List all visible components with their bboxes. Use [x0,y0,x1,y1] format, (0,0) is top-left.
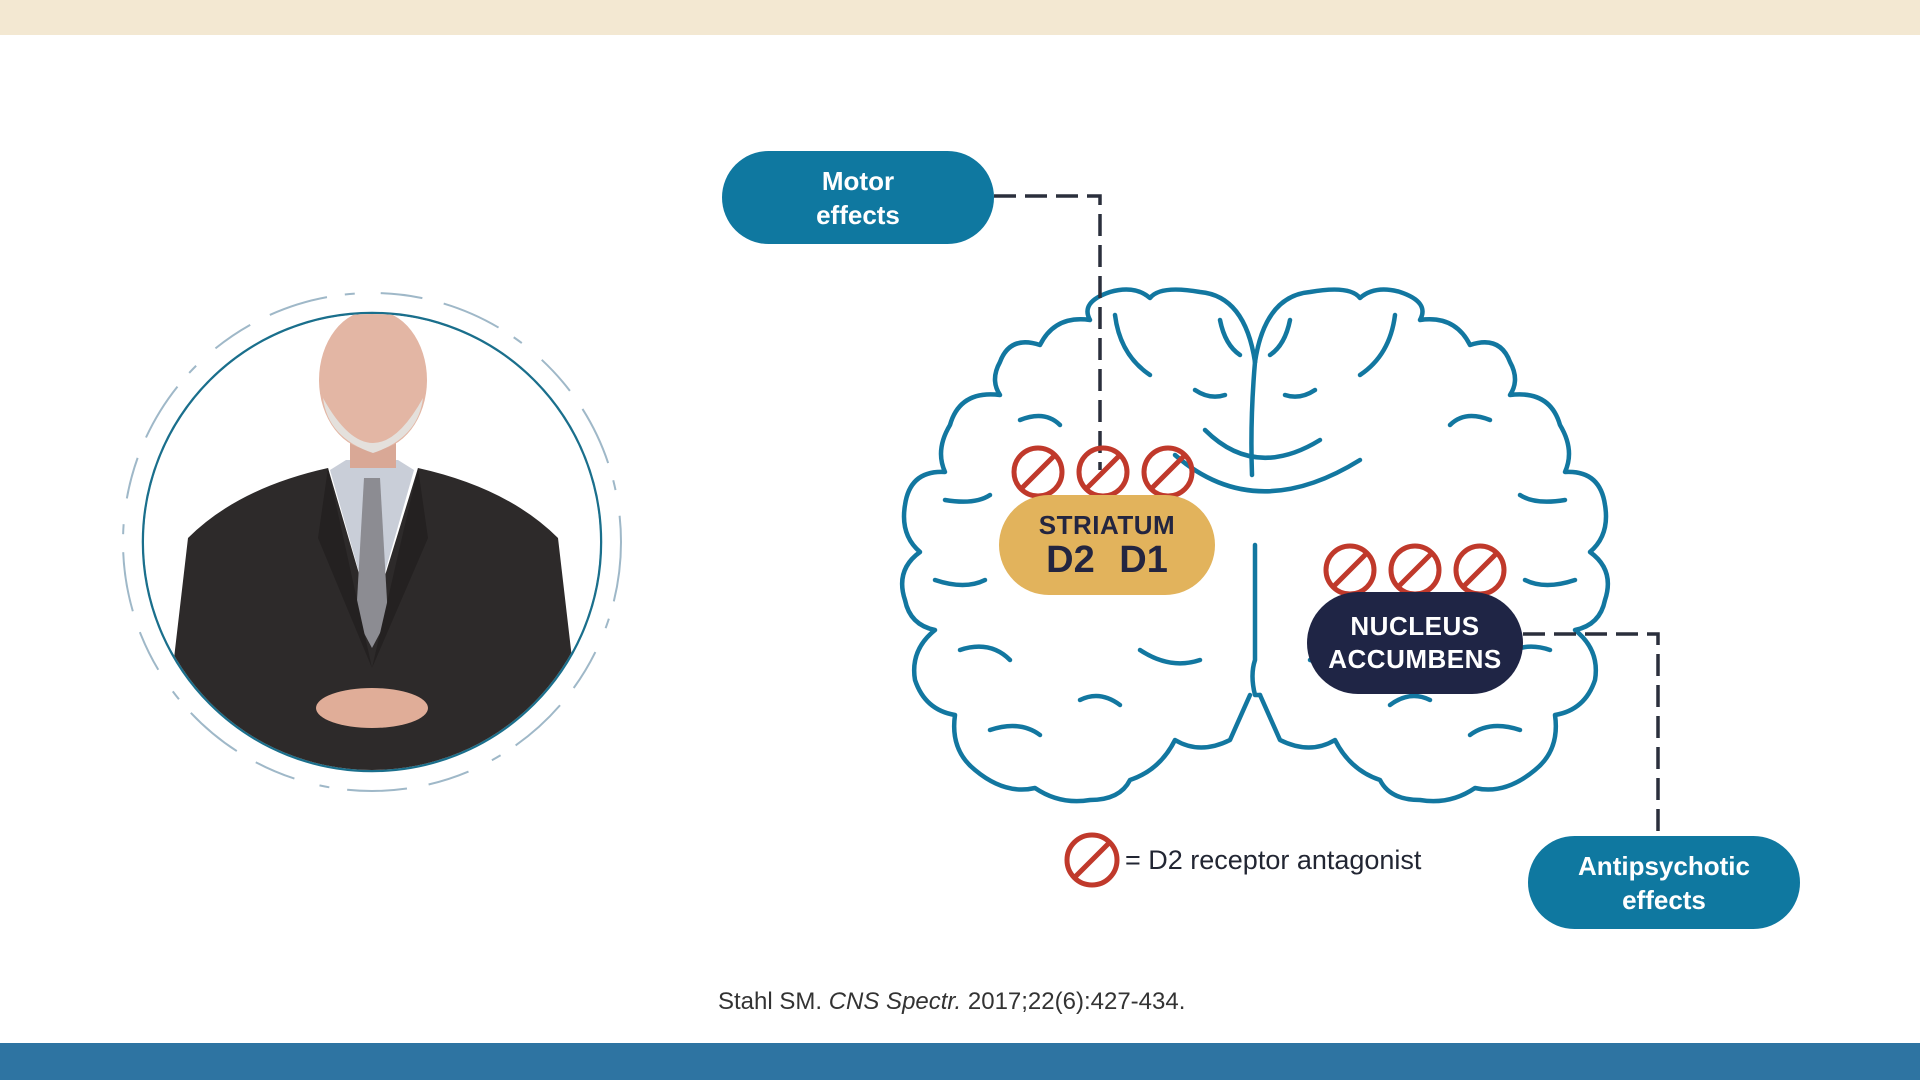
prohibition-icon [1453,543,1507,597]
top-banner [0,0,1920,35]
citation-details: 2017;22(6):427-434. [967,988,1186,1015]
prohibition-icon [1064,832,1120,888]
legend: = D2 receptor antagonist [1063,832,1422,888]
nucleus-accumbens-label: NUCLEUS ACCUMBENS [1328,611,1502,674]
photo-ring-dashes [122,292,622,792]
antipsychotic-effects-label: Antipsychotic effects [1578,850,1750,915]
motor-leader [994,194,1102,470]
brain-outline [899,287,1611,804]
citation: Stahl SM. CNS Spectr. 2017;22(6):427-434… [718,988,1185,1016]
striatum-pill: STRIATUM D2 D1 [999,495,1215,595]
striatum-label: STRIATUM [1038,510,1176,540]
motor-effects-pill: Motor effects [722,151,994,244]
nucleus-antagonists [1323,543,1507,597]
prohibition-icon [1388,543,1442,597]
antipsychotic-leader [1523,632,1660,836]
striatum-receptors-label: D2 D1 [1046,539,1168,581]
legend-text: = D2 receptor antagonist [1125,844,1422,875]
prohibition-icon [1141,445,1195,499]
citation-author: Stahl SM. [718,988,823,1015]
prohibition-icon [1011,445,1065,499]
prohibition-icon [1076,445,1130,499]
leader-lines [994,194,1660,836]
presenter-photo [122,292,622,792]
prohibition-icon [1323,543,1377,597]
photo-ring [141,311,603,773]
citation-journal: CNS Spectr. [828,988,962,1015]
striatum-antagonists [1011,445,1195,499]
motor-effects-label: Motor effects [816,165,900,230]
bottom-banner [0,1043,1920,1080]
antipsychotic-effects-pill: Antipsychotic effects [1528,836,1800,929]
nucleus-accumbens-pill: NUCLEUS ACCUMBENS [1307,592,1523,694]
